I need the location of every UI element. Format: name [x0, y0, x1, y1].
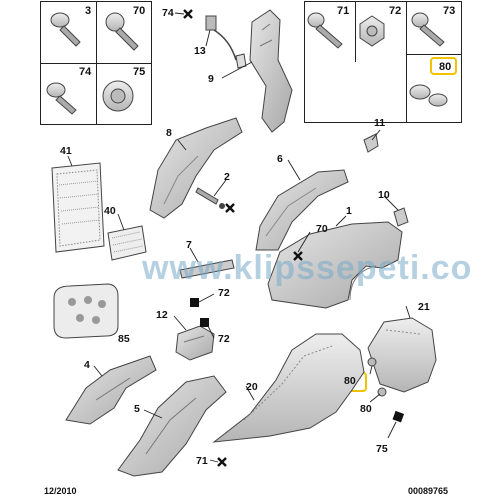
cell-label-3: 3: [85, 5, 92, 17]
part-6-apron: [255, 169, 349, 251]
callout-85: 85: [118, 333, 130, 345]
screw-icon-3: [50, 12, 81, 47]
screw-icon-73: [411, 12, 445, 47]
leader-lines: [67, 12, 411, 463]
callout-71: 71: [196, 455, 208, 467]
nut-icon-75: [102, 80, 134, 112]
marker-72a: [190, 298, 199, 307]
callout-5: 5: [134, 403, 140, 415]
callout-80b: 80: [360, 403, 372, 415]
callout-80a: 80: [344, 375, 356, 387]
callout-40: 40: [104, 205, 116, 217]
callout-41: 41: [60, 145, 72, 157]
marker-72b: [200, 318, 209, 327]
part-20-liner: [212, 333, 365, 443]
part-5-rail: [117, 375, 227, 477]
callout-12: 12: [156, 309, 168, 321]
callout-6: 6: [277, 153, 283, 165]
clip-icon-80: [409, 84, 448, 107]
marker-75: [392, 410, 405, 423]
part-41-sticker-sheet: [51, 162, 105, 253]
callout-1: 1: [346, 205, 352, 217]
callout-7: 7: [186, 239, 192, 251]
cell-label-74: 74: [79, 66, 92, 78]
cell-label-75: 75: [133, 66, 146, 78]
part-9-pillar: [249, 9, 293, 133]
screw-icon-74: [46, 82, 77, 115]
part-8-panel: [149, 117, 243, 219]
cross-icon-74: [183, 9, 193, 19]
watermark: www.klipssepeti.co: [142, 249, 473, 287]
fastener-box-right: 71 72 73 80: [304, 1, 462, 123]
nut-icon-72: [359, 15, 385, 47]
callout-72b: 72: [218, 333, 230, 345]
callout-74: 74: [162, 7, 174, 19]
part-13-sensor: [205, 15, 247, 69]
callout-72a: 72: [218, 287, 230, 299]
callout-13: 13: [194, 45, 206, 57]
cell-label-71: 71: [337, 5, 350, 17]
part-12-mount: [175, 325, 215, 361]
part-11-bracket: [363, 133, 379, 153]
callout-9: 9: [208, 73, 214, 85]
cross-icon-71: [217, 457, 227, 467]
part-2-bolt: [195, 187, 225, 209]
callout-4: 4: [84, 359, 90, 371]
screw-icon-70: [105, 12, 139, 51]
part-10-clip: [393, 207, 409, 227]
highlight-80-box: [430, 57, 457, 75]
callout-10: 10: [378, 189, 390, 201]
cell-divider-v1: [355, 2, 356, 62]
callout-8: 8: [166, 127, 172, 139]
cell-divider-h: [406, 54, 461, 55]
callout-75: 75: [376, 443, 388, 455]
cell-divider-v2: [406, 2, 407, 122]
callout-2: 2: [224, 171, 230, 183]
callout-70: 70: [316, 223, 328, 235]
part-1-fender: [267, 221, 403, 309]
cross-icon-70: [293, 251, 303, 261]
clip-icon-80a: [367, 357, 377, 367]
cell-label-72: 72: [389, 5, 402, 17]
callout-11: 11: [374, 117, 386, 129]
callout-20: 20: [246, 381, 258, 393]
part-85-clip-bag: [53, 283, 119, 339]
cell-label-80: 80: [439, 61, 452, 73]
fastener-box-left: 3 70 74 75: [40, 1, 152, 125]
screw-icon-71: [307, 12, 343, 49]
part-4-member: [65, 355, 157, 425]
cross-icon-2: [225, 203, 235, 213]
cell-divider-h: [41, 63, 151, 64]
part-7-strip: [179, 259, 235, 279]
callout-21: 21: [418, 301, 430, 313]
cell-label-73: 73: [443, 5, 456, 17]
part-40-label: [107, 225, 147, 261]
footer-code: 00089765: [408, 486, 449, 496]
cell-label-70: 70: [133, 5, 146, 17]
footer-date: 12/2010: [44, 486, 77, 496]
part-21-liner: [367, 317, 437, 393]
